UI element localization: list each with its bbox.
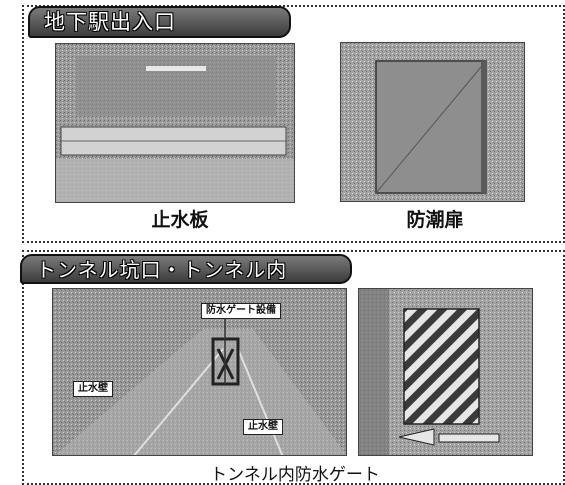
striped-gate-photo [358, 288, 533, 456]
tunnel-gate-photo: 防水ゲート設備 止水壁 止水壁 [52, 288, 347, 456]
station-entrance-title: 地下駅出入口 [28, 6, 291, 38]
water-stop-board-photo [55, 43, 295, 203]
striped-gate-image [359, 289, 532, 455]
flood-door-caption: 防潮扉 [406, 209, 464, 231]
right-water-stop-wall-label: 止水壁 [243, 419, 283, 435]
water-stop-board-image [56, 44, 294, 202]
tunnel-gate-image [53, 289, 346, 455]
flood-door-image [341, 43, 524, 201]
flood-door-photo [340, 42, 525, 202]
gate-callout: 防水ゲート設備 [201, 303, 281, 319]
left-water-stop-wall-label: 止水壁 [73, 381, 113, 397]
tunnel-gate-caption: トンネル内防水ゲート [210, 465, 380, 485]
water-stop-board-caption: 止水板 [151, 209, 209, 231]
tunnel-title: トンネル坑口・トンネル内 [20, 254, 352, 284]
